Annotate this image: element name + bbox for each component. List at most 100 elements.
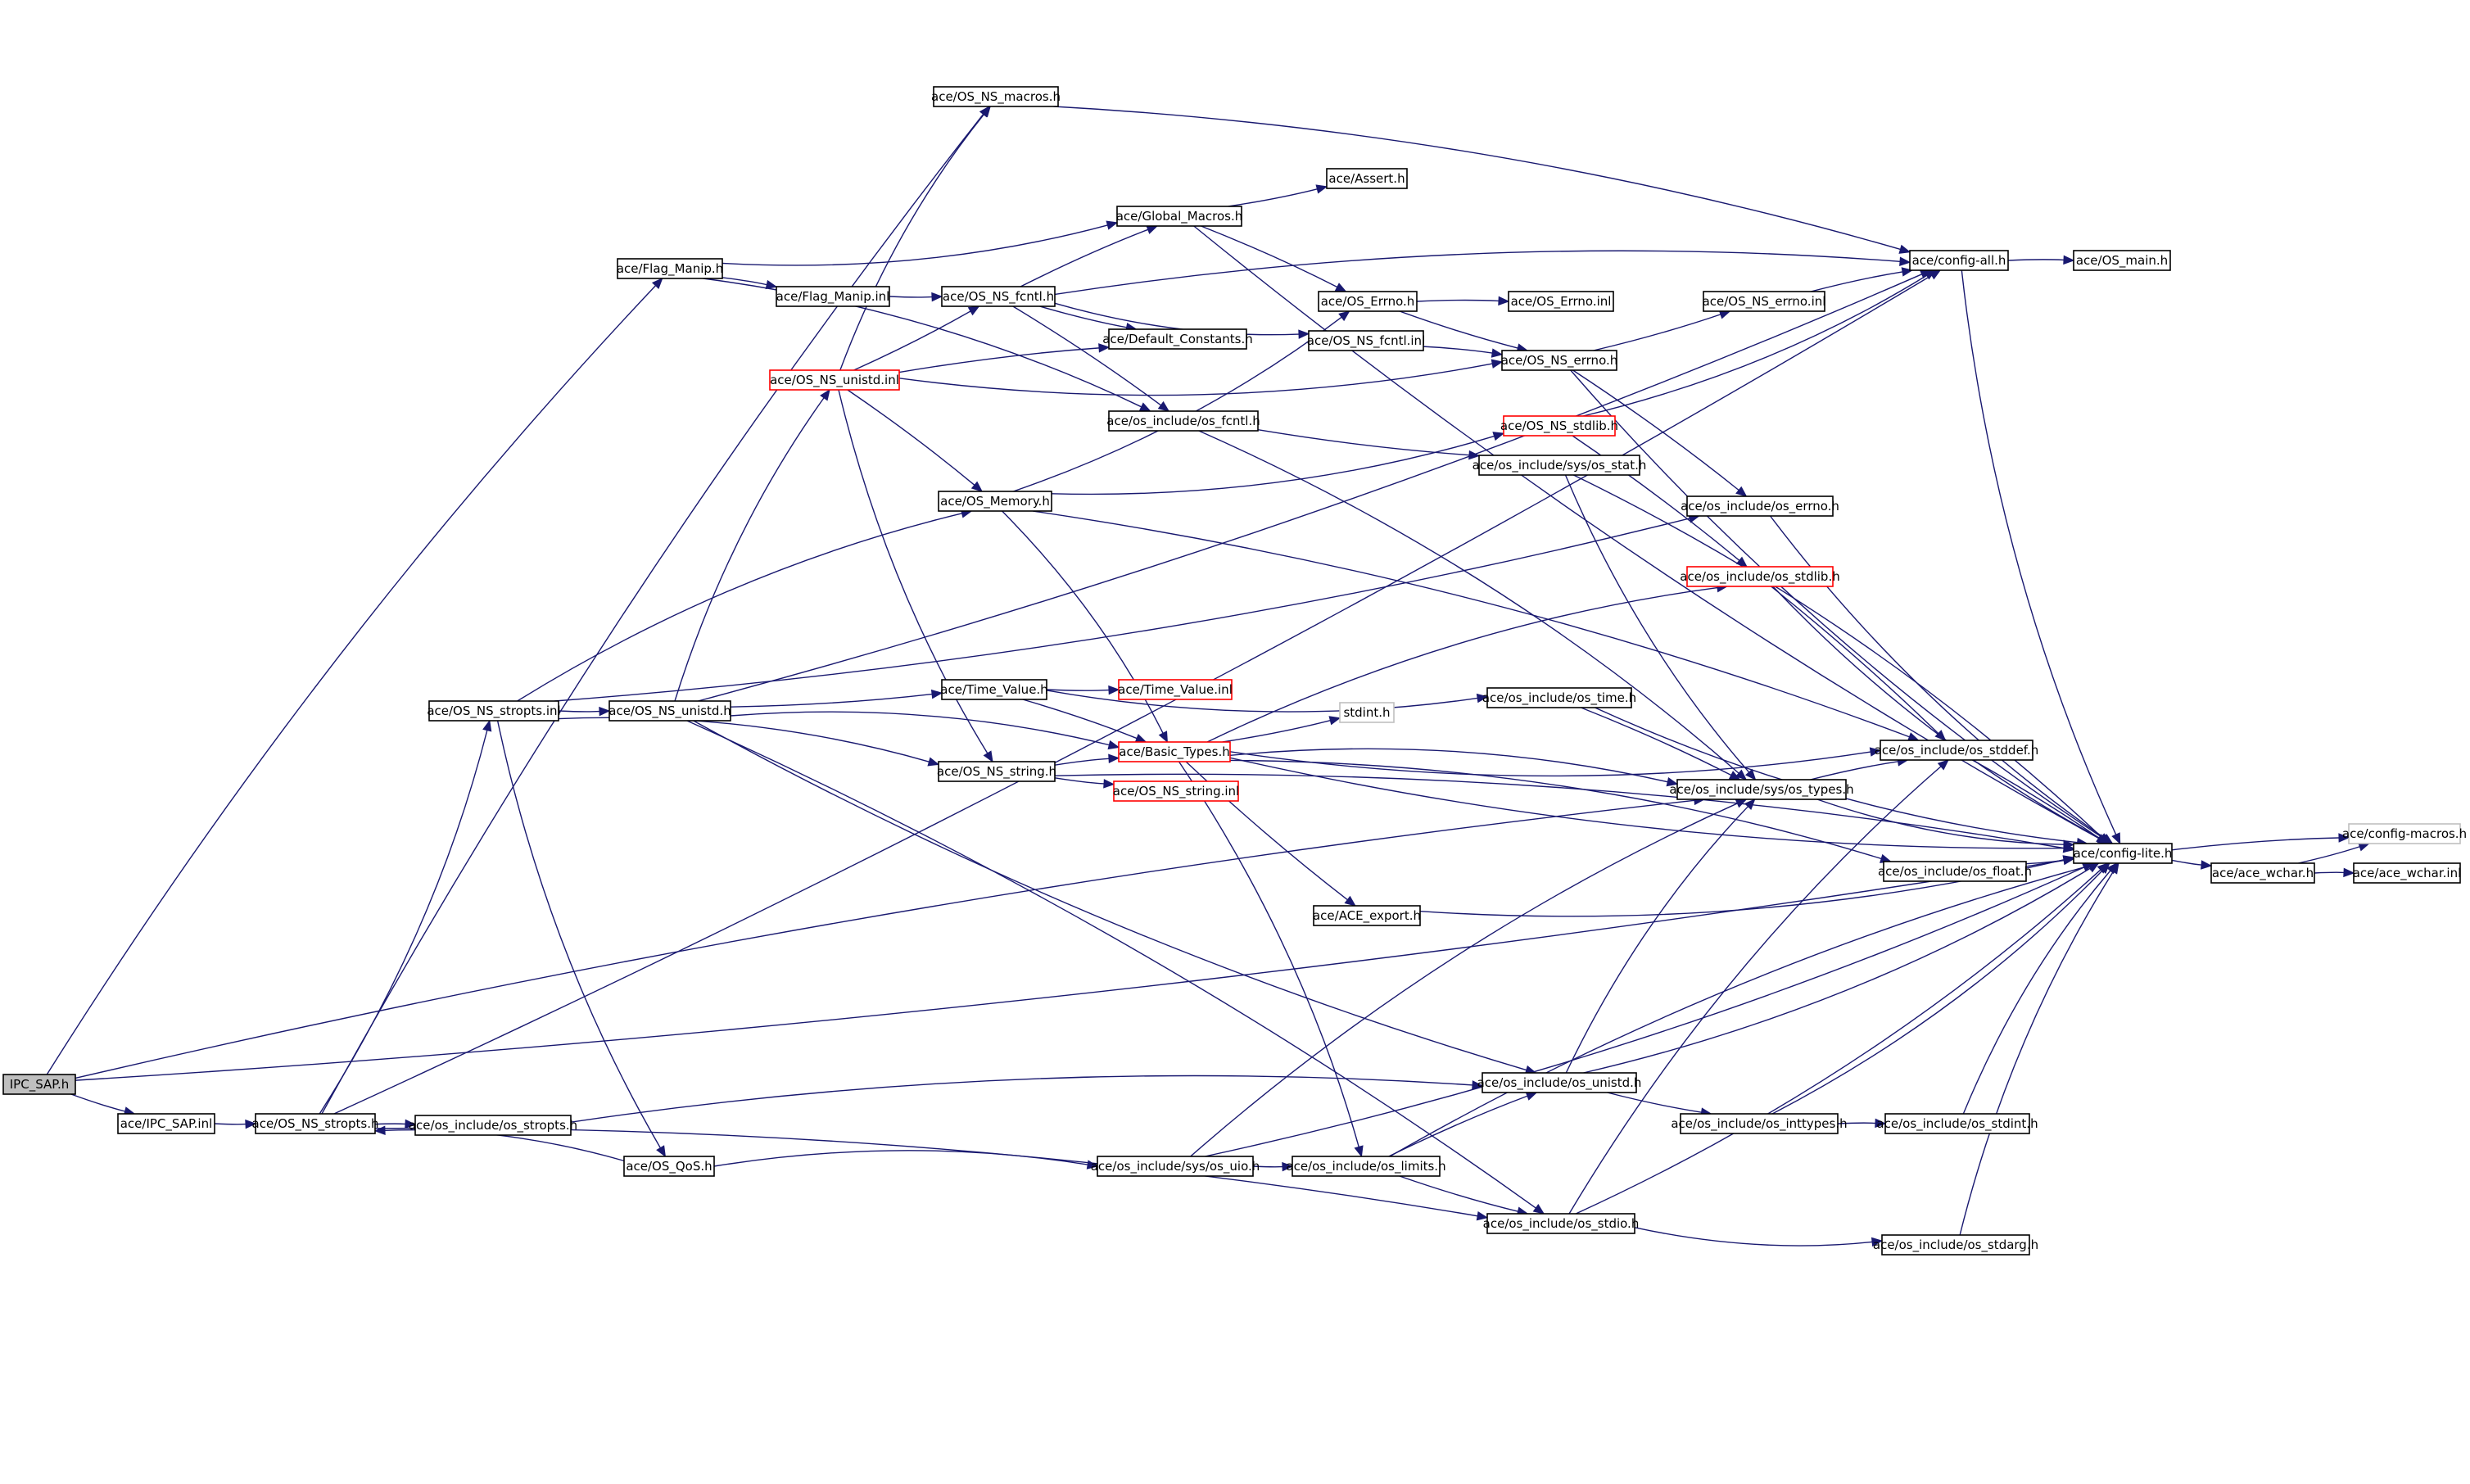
node-os_include_os_inttypes_h[interactable]: ace/os_include/os_inttypes.h <box>1671 1113 1848 1134</box>
node-os_include_os_stdarg_h[interactable]: ace/os_include/os_stdarg.h <box>1873 1234 2038 1256</box>
arrowhead-os_include_os_fcntl_h <box>1138 402 1151 412</box>
arrowhead-ace_export_h <box>1344 895 1356 907</box>
node-label: ace/config-all.h <box>1912 253 2006 268</box>
node-os_ns_stropts_h[interactable]: ace/OS_NS_stropts.h <box>252 1113 379 1134</box>
node-box <box>938 761 1056 782</box>
arrowhead-config_all_h <box>1899 256 1911 267</box>
node-ace_wchar_h[interactable]: ace/ace_wchar.h <box>2210 862 2315 884</box>
edge-os_ns_fcntl_h-to-default_constants_h <box>1039 305 1127 328</box>
node-flag_manip_h[interactable]: ace/Flag_Manip.h <box>617 258 723 279</box>
node-sys_os_types_h[interactable]: ace/os_include/sys/os_types.h <box>1669 779 1854 800</box>
arrowhead-config_lite_h <box>2111 832 2121 845</box>
edge-os_ns_unistd_h-to-os_include_os_unistd_h <box>693 720 1527 1071</box>
node-label: ace/OS_NS_stropts.h <box>252 1116 379 1132</box>
node-os_ns_stropts_inl[interactable]: ace/OS_NS_stropts.inl <box>427 700 561 722</box>
edge-os_include_os_unistd_h-to-os_include_os_inttypes_h <box>1607 1092 1702 1113</box>
arrowhead-ace_wchar_h <box>2201 860 2213 870</box>
node-global_macros_h[interactable]: ace/Global_Macros.h <box>1116 206 1243 227</box>
node-assert_h[interactable]: ace/Assert.h <box>1326 168 1408 189</box>
edge-time_value_h-to-basic_types_h <box>1022 699 1138 740</box>
edge-os_include_os_stdio_h-to-os_include_os_stdarg_h <box>1634 1227 1873 1246</box>
node-default_constants_h[interactable]: ace/Default_Constants.h <box>1102 328 1253 350</box>
node-ipc_sap_inl[interactable]: ace/IPC_SAP.inl <box>117 1113 215 1134</box>
edge-os_memory_h-to-os_ns_stdlib_h <box>1051 435 1495 495</box>
node-os_qos_h[interactable]: ace/OS_QoS.h <box>623 1156 715 1177</box>
node-config_all_h[interactable]: ace/config-all.h <box>1909 250 2009 271</box>
node-os_include_os_stddef_h[interactable]: ace/os_include/os_stddef.h <box>1875 740 2039 761</box>
arrowhead-time_value_inl <box>1108 685 1120 695</box>
edge-layer <box>46 105 2370 1247</box>
node-os_include_os_limits_h[interactable]: ace/os_include/os_limits.h <box>1286 1156 1446 1177</box>
edge-os_ns_errno_inl-to-config_all_h <box>1810 271 1903 292</box>
arrowhead-os_ns_unistd_inl <box>820 388 830 401</box>
node-os_ns_macros_h[interactable]: ace/OS_NS_macros.h <box>931 86 1061 107</box>
edge-basic_types_h-to-os_include_os_float_h <box>1229 759 1882 860</box>
node-time_value_h[interactable]: ace/Time_Value.h <box>940 679 1048 700</box>
node-os_ns_errno_inl[interactable]: ace/OS_NS_errno.inl <box>1703 291 1826 312</box>
arrowhead-basic_types_h <box>1158 731 1168 744</box>
node-os_include_os_stdio_h[interactable]: ace/os_include/os_stdio.h <box>1483 1213 1640 1234</box>
node-box <box>1703 291 1825 312</box>
arrowhead-os_ns_macros_h <box>979 105 991 118</box>
node-os_include_os_fcntl_h[interactable]: ace/os_include/os_fcntl.h <box>1106 410 1260 432</box>
node-os_main_h[interactable]: ace/OS_main.h <box>2073 250 2171 271</box>
node-ace_export_h[interactable]: ace/ACE_export.h <box>1313 905 1421 926</box>
node-sys_os_stat_h[interactable]: ace/os_include/sys/os_stat.h <box>1472 455 1647 476</box>
node-os_errno_inl[interactable]: ace/OS_Errno.inl <box>1508 291 1614 312</box>
edge-os_ns_string_h-to-os_ns_string_inl <box>1054 777 1105 785</box>
node-os_include_os_stdint_h[interactable]: ace/os_include/os_stdint.h <box>1876 1113 2038 1134</box>
edge-sys_os_uio_h-to-config_lite_h <box>1205 866 2085 1157</box>
node-os_ns_string_inl[interactable]: ace/OS_NS_string.inl <box>1113 780 1239 802</box>
node-box <box>117 1113 215 1134</box>
arrowhead-os_include_os_stdint_h <box>1875 1118 1887 1129</box>
node-os_ns_fcntl_inl[interactable]: ace/OS_NS_fcntl.inl <box>1307 330 1426 351</box>
node-label: ace/os_include/os_limits.h <box>1286 1159 1445 1174</box>
node-os_ns_unistd_h[interactable]: ace/OS_NS_unistd.h <box>608 700 731 722</box>
node-stdint_h[interactable]: stdint.h <box>1339 702 1395 723</box>
node-basic_types_h[interactable]: ace/Basic_Types.h <box>1118 741 1231 762</box>
edge-os_qos_h-to-sys_os_uio_h <box>713 1150 1088 1167</box>
node-ace_wchar_inl[interactable]: ace/ace_wchar.inl <box>2353 862 2462 884</box>
arrowhead-os_include_os_limits_h <box>1354 1145 1364 1158</box>
arrowhead-os_include_os_stddef_h <box>1937 759 1949 771</box>
node-os_include_os_float_h[interactable]: ace/os_include/os_float.h <box>1878 861 2032 882</box>
arrowhead-os_errno_h <box>1334 283 1347 292</box>
node-os_ns_unistd_inl[interactable]: ace/OS_NS_unistd.inl <box>769 369 900 391</box>
arrowhead-os_ns_fcntl_h <box>931 292 943 302</box>
node-ipc_sap_h[interactable]: IPC_SAP.h <box>2 1074 76 1095</box>
edge-os_ns_string_h-to-config_lite_h <box>1054 773 2065 849</box>
arrowhead-global_macros_h <box>1146 225 1159 234</box>
node-box <box>1680 1113 1839 1134</box>
node-os_include_os_stdlib_h[interactable]: ace/os_include/os_stdlib.h <box>1680 566 1840 587</box>
node-time_value_inl[interactable]: ace/Time_Value.inl <box>1118 679 1233 700</box>
arrowhead-config_lite_h <box>2063 839 2075 849</box>
node-box <box>617 258 723 279</box>
arrowhead-os_include_os_unistd_h <box>1525 1092 1538 1101</box>
node-box <box>1880 740 2033 761</box>
node-label: ace/os_include/os_unistd.h <box>1477 1075 1642 1091</box>
node-os_include_os_errno_h[interactable]: ace/os_include/os_errno.h <box>1681 495 1839 517</box>
node-os_errno_h[interactable]: ace/OS_Errno.h <box>1318 291 1418 312</box>
node-os_memory_h[interactable]: ace/OS_Memory.h <box>938 491 1052 512</box>
edge-os_ns_unistd_h-to-os_ns_unistd_inl <box>674 397 825 702</box>
edge-os_ns_errno_h-to-os_include_os_errno_h <box>1572 369 1739 491</box>
node-config_lite_h[interactable]: ace/config-lite.h <box>2073 843 2173 864</box>
edge-os_ns_stropts_h-to-os_ns_macros_h <box>321 114 984 1115</box>
edge-config_lite_h-to-ace_wchar_h <box>2171 859 2202 866</box>
node-os_include_os_time_h[interactable]: ace/os_include/os_time.h <box>1482 687 1636 708</box>
arrowhead-os_include_os_stdarg_h <box>1871 1237 1884 1247</box>
node-os_ns_fcntl_h[interactable]: ace/OS_NS_fcntl.h <box>941 286 1056 307</box>
node-box <box>1486 687 1632 708</box>
node-os_include_os_stropts_h[interactable]: ace/os_include/os_stropts.h <box>409 1115 577 1136</box>
node-os_include_os_unistd_h[interactable]: ace/os_include/os_unistd.h <box>1477 1072 1642 1093</box>
node-label: ace/ACE_export.h <box>1313 908 1421 924</box>
node-os_ns_stdlib_h[interactable]: ace/OS_NS_stdlib.h <box>1500 415 1618 437</box>
edge-os_ns_unistd_inl-to-os_ns_string_h <box>838 389 988 754</box>
node-os_ns_string_h[interactable]: ace/OS_NS_string.h <box>937 761 1056 782</box>
node-os_ns_errno_h[interactable]: ace/OS_NS_errno.h <box>1501 350 1618 371</box>
edge-os_ns_stropts_inl-to-os_include_os_errno_h <box>554 518 1690 702</box>
node-config_macros_h[interactable]: ace/config-macros.h <box>2342 823 2467 844</box>
node-box <box>941 679 1047 700</box>
node-flag_manip_inl[interactable]: ace/Flag_Manip.inl <box>776 286 890 307</box>
node-sys_os_uio_h[interactable]: ace/os_include/sys/os_uio.h <box>1091 1156 1260 1177</box>
